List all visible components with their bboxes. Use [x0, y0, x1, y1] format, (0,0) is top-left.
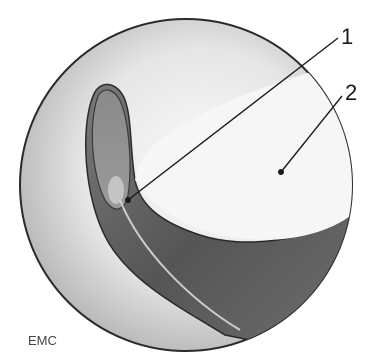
pointer-dot-2: [278, 169, 284, 175]
pointer-dot-1: [125, 197, 131, 203]
recess-highlight: [108, 176, 124, 204]
publisher-logo: EMC: [28, 333, 57, 348]
callout-label-1: 1: [341, 24, 353, 49]
callout-label-2: 2: [345, 80, 357, 105]
